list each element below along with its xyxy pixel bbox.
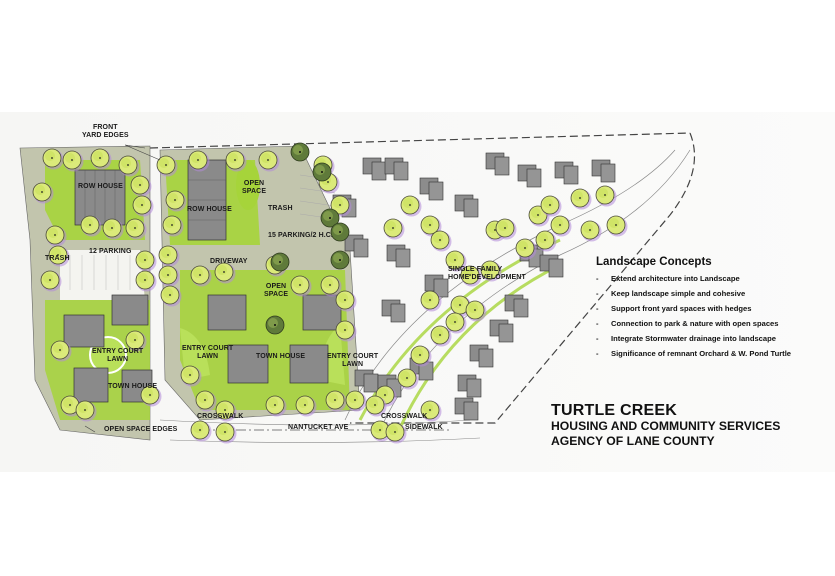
bullet-dash: - xyxy=(596,304,599,313)
label-open-space-edges: OPEN SPACE EDGES xyxy=(104,426,178,433)
label-crosswalk-east: CROSSWALK xyxy=(381,413,428,420)
label-driveway: DRIVEWAY xyxy=(210,258,248,265)
label-15-parking: 15 PARKING/2 H.C. xyxy=(268,232,333,239)
label-entry-court-east: ENTRY COURT LAWN xyxy=(327,353,379,368)
label-single-family: SINGLE FAMILY HOME DEVELOPMENT xyxy=(448,266,526,281)
bullet-dash: - xyxy=(596,289,599,298)
label-trash-north: TRASH xyxy=(268,205,293,212)
label-12-parking: 12 PARKING xyxy=(89,248,132,255)
label-nantucket-ave: NANTUCKET AVE xyxy=(288,424,349,431)
label-row-house-west: ROW HOUSE xyxy=(78,183,123,190)
concept-item: -Keep landscape simple and cohesive xyxy=(596,289,746,298)
label-entry-court-center: ENTRY COURT LAWN xyxy=(182,345,234,360)
project-title: TURTLE CREEK xyxy=(551,402,677,419)
concept-item: -Connection to park & nature with open s… xyxy=(596,319,779,328)
concepts-heading: Landscape Concepts xyxy=(596,256,712,268)
label-row-house-center: ROW HOUSE xyxy=(187,206,232,213)
label-crosswalk-west: CROSSWALK xyxy=(197,413,244,420)
label-town-house-center: TOWN HOUSE xyxy=(256,353,306,360)
concept-item: -Significance of remnant Orchard & W. Po… xyxy=(596,349,792,358)
landscape-concepts: Landscape Concepts -Extend architecture … xyxy=(596,256,832,364)
label-trash-west: TRASH xyxy=(45,255,70,262)
bullet-dash: - xyxy=(596,274,599,283)
concept-item: -Support front yard spaces with hedges xyxy=(596,304,752,313)
agency-line-2: AGENCY OF LANE COUNTY xyxy=(551,434,715,448)
label-sidewalk: SIDEWALK xyxy=(405,424,443,431)
concept-item: -Integrate Stormwater drainage into land… xyxy=(596,334,776,343)
label-front-yard-edges: FRONT YARD EDGES xyxy=(82,124,129,139)
agency-line-1: HOUSING AND COMMUNITY SERVICES xyxy=(551,419,781,433)
label-open-space-center: OPEN SPACE xyxy=(264,283,289,298)
bullet-dash: - xyxy=(596,349,599,358)
concept-item: -Extend architecture into Landscape xyxy=(596,274,740,283)
label-open-space-north: OPEN SPACE xyxy=(242,180,267,195)
title-block: TURTLE CREEK HOUSING AND COMMUNITY SERVI… xyxy=(551,402,780,449)
bullet-dash: - xyxy=(596,334,599,343)
bullet-dash: - xyxy=(596,319,599,328)
label-entry-court-west: ENTRY COURT LAWN xyxy=(92,348,144,363)
concepts-list: -Extend architecture into Landscape -Kee… xyxy=(596,274,832,364)
label-town-house-west: TOWN HOUSE xyxy=(108,383,158,390)
